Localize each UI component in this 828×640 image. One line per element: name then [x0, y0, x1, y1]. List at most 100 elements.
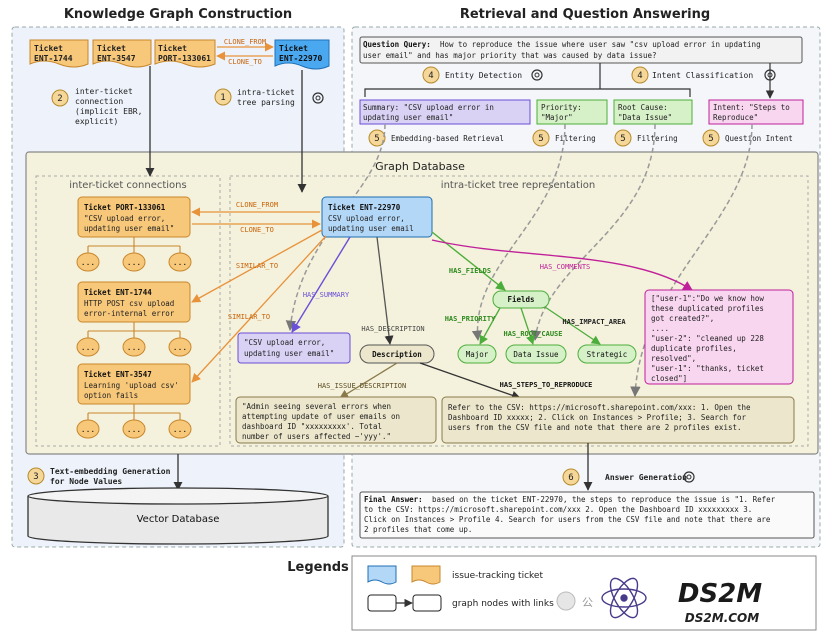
svg-text:Priority:: Priority: [541, 103, 582, 112]
svg-text:for Node Values: for Node Values [50, 477, 122, 486]
svg-text:Filtering: Filtering [637, 134, 678, 143]
edge-has-impact-area [544, 306, 601, 345]
svg-text:updating user email: updating user email [328, 224, 414, 233]
edge-clone-to-label: CLONE_TO [240, 226, 274, 234]
svg-text:intra-ticket: intra-ticket [237, 88, 295, 97]
entity-summary: Summary: "CSV upload error in updating u… [359, 99, 531, 125]
svg-text:Filtering: Filtering [555, 134, 596, 143]
edge-has-root-cause [520, 307, 535, 345]
step-5-intent: 5 Question Intent [702, 129, 793, 147]
step-6: 6 Answer Generation [562, 468, 695, 486]
top-clone-to-label: CLONE_TO [228, 58, 262, 66]
openai-logo-icon [531, 69, 543, 81]
svg-text:5: 5 [374, 134, 379, 144]
svg-text:Root Cause:: Root Cause: [618, 103, 668, 112]
svg-text:6: 6 [568, 473, 573, 483]
final-answer-box [359, 491, 815, 539]
svg-text:5: 5 [538, 134, 543, 144]
question-line2: user email" and has major priority that … [363, 51, 657, 60]
svg-text:HTTP POST csv upload: HTTP POST csv upload [84, 299, 174, 308]
svg-text:4: 4 [428, 71, 433, 81]
svg-text:got created?",: got created?", [651, 314, 714, 323]
answer-line3: Click on Instances > Profile 4. Search f… [364, 515, 771, 524]
svg-text:2: 2 [57, 94, 62, 104]
svg-text:PORT-133061: PORT-133061 [158, 54, 211, 63]
legend-box [351, 555, 817, 631]
svg-text:...: ... [173, 343, 187, 352]
svg-text:Description: Description [372, 350, 422, 359]
svg-text:Learning 'upload csv': Learning 'upload csv' [84, 381, 179, 390]
svg-text:ENT-22970: ENT-22970 [279, 54, 323, 63]
retrieval-arrow-summary [285, 123, 386, 332]
svg-text:3: 3 [33, 472, 38, 482]
ds2m-atom-logo-icon [601, 577, 647, 619]
intra-ticket-title: intra-ticket tree representation [441, 180, 595, 191]
svg-text:tree parsing: tree parsing [237, 98, 295, 107]
entity-priority: Priority: "Major" [536, 99, 608, 125]
steps-to-reproduce-node: Refer to the CSV: https://microsoft.shar… [441, 396, 795, 444]
svg-text:Embedding-based Retrieval: Embedding-based Retrieval [391, 134, 504, 143]
svg-text:Ticket: Ticket [279, 43, 308, 53]
svg-text:explicit): explicit) [75, 117, 118, 126]
svg-text:ENT-1744: ENT-1744 [34, 54, 73, 63]
svg-text:number of users affected ~'yyy: number of users affected ~'yyy'." [242, 432, 391, 441]
field-data-issue-node: Data Issue [505, 344, 567, 364]
edge-similar-to-1-label: SIMILAR_TO [236, 262, 278, 270]
svg-text:....: .... [651, 324, 669, 333]
svg-text:inter-ticket: inter-ticket [75, 87, 133, 96]
svg-text:Ticket ENT-3547: Ticket ENT-3547 [84, 370, 152, 379]
edge-has-issue-description-label: HAS_ISSUE_DESCRIPTION [318, 382, 407, 390]
svg-text:Intent: "Steps to: Intent: "Steps to [713, 103, 790, 112]
edge-has-priority-label: HAS_PRIORITY [445, 315, 496, 323]
edge-clone-from-label: CLONE_FROM [236, 201, 278, 209]
openai-logo-icon [683, 471, 695, 483]
step-5-ebr: 5 Embedding-based Retrieval [368, 129, 504, 147]
inter-node-ent-3547: Ticket ENT-3547 Learning 'upload csv' op… [77, 363, 191, 405]
ticket-port-133061: Ticket PORT-133061 [154, 39, 216, 68]
svg-text:updating user email": updating user email" [84, 224, 174, 233]
svg-text:CSV upload error,: CSV upload error, [328, 214, 405, 223]
svg-text:Dashboard ID xxxxx; 2. Click o: Dashboard ID xxxxx; 2. Click on Instance… [448, 413, 746, 422]
question-query-box [359, 36, 803, 64]
field-strategic-node: Strategic [577, 344, 637, 364]
edge-has-fields [431, 231, 506, 291]
svg-text:connection: connection [75, 97, 123, 106]
inter-node-port-133061: Ticket PORT-133061 "CSV upload error, up… [77, 196, 191, 238]
watermark-logo: DS2M [678, 579, 762, 609]
edge-has-priority [479, 307, 501, 345]
svg-text:ENT-3547: ENT-3547 [97, 54, 136, 63]
edge-has-summary-label: HAS_SUMMARY [303, 291, 350, 299]
svg-text:users from the CSV file and no: users from the CSV file and note that th… [448, 423, 742, 432]
answer-line4: 2 profiles that come up. [364, 525, 472, 534]
legend-nodes-label: graph nodes with links [452, 599, 554, 609]
comments-node: ["user-1":"Do we know how these duplicat… [644, 289, 794, 385]
edge-has-steps [419, 362, 521, 400]
svg-text:"user-1": "thanks, ticket: "user-1": "thanks, ticket [651, 364, 764, 373]
vector-database-icon: Vector Database [27, 487, 329, 545]
answer-label: Final Answer: [364, 495, 423, 504]
edge-has-comments [431, 239, 693, 291]
step-5-filter-b: 5 Filtering [614, 129, 678, 147]
svg-text:updating user email": updating user email" [363, 113, 453, 122]
step-5-filter-a: 5 Filtering [532, 129, 596, 147]
intra-description-node: Description [359, 344, 435, 364]
svg-text:Ticket ENT-22970: Ticket ENT-22970 [328, 203, 401, 212]
step-4-intent: 4 Intent Classification [631, 66, 776, 84]
ellipsis-nodes: ... ... ... ... ... ... ... ... ... [76, 252, 192, 439]
watermark: 公 DS2M DS2M.COM [556, 577, 762, 625]
legends-title: Legends [287, 560, 349, 575]
svg-text:option fails: option fails [84, 391, 138, 400]
edge-has-description-label: HAS_DESCRIPTION [361, 325, 424, 333]
ticket-ent-3547: Ticket ENT-3547 [92, 39, 152, 68]
legend-node-b-icon [412, 594, 442, 612]
entity-bracket [364, 63, 691, 97]
svg-text:...: ... [173, 258, 187, 267]
openai-logo-icon [312, 92, 324, 104]
svg-text:updating user email": updating user email" [244, 349, 334, 358]
svg-text:(implicit EBR,: (implicit EBR, [75, 107, 142, 116]
field-major-node: Major [457, 344, 497, 364]
svg-text:Ticket ENT-1744: Ticket ENT-1744 [84, 288, 152, 297]
svg-text:Text-embedding Generation: Text-embedding Generation [50, 466, 171, 476]
graph-db-title: Graph Database [375, 160, 465, 173]
